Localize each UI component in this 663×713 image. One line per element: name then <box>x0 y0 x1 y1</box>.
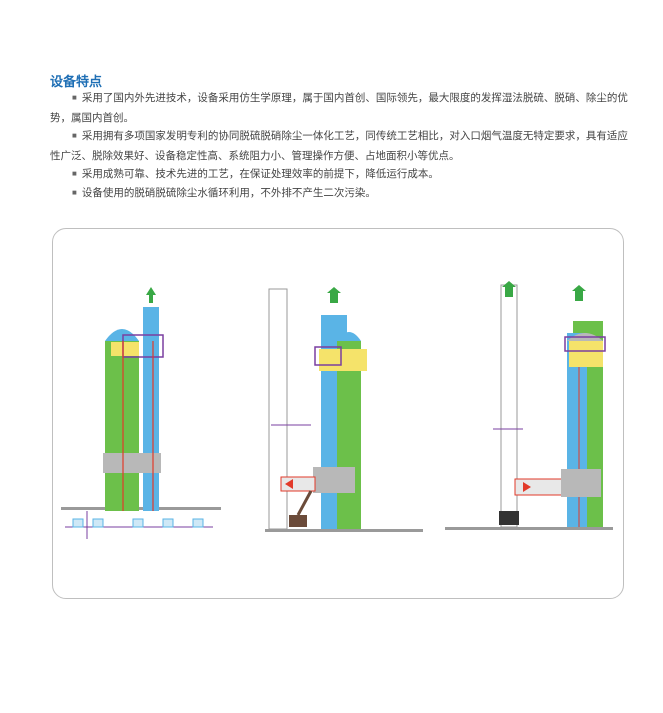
inlet-section <box>561 469 601 497</box>
ground-line <box>445 527 613 530</box>
demister-band <box>319 349 367 371</box>
ground-line <box>61 507 221 510</box>
feature-text: 采用拥有多项国家发明专利的协同脱硫脱硝除尘一体化工艺，同传统工艺相比，对入口烟气… <box>50 130 628 162</box>
demister-band <box>569 341 603 367</box>
feature-item: ■采用拥有多项国家发明专利的协同脱硫脱硝除尘一体化工艺，同传统工艺相比，对入口烟… <box>50 126 628 166</box>
fan-motor <box>499 511 519 525</box>
tower-group-left <box>61 287 221 539</box>
flow-arrow-icon <box>523 482 531 492</box>
bullet-icon: ■ <box>72 93 77 102</box>
equipment-diagram <box>61 281 613 539</box>
feature-item: ■ 设备使用的脱硝脱硫除尘水循环利用，不外排不产生二次污染。 <box>50 183 628 203</box>
absorber-tower <box>105 341 139 511</box>
inlet-section <box>313 467 355 493</box>
flue-inlet-duct <box>280 476 316 492</box>
up-arrow-icon <box>502 281 516 297</box>
inlet-section <box>103 453 161 473</box>
feature-text: 采用成熟可靠、技术先进的工艺，在保证处理效率的前提下，降低运行成本。 <box>81 168 439 180</box>
ground-line <box>265 529 423 532</box>
up-arrow-icon <box>327 287 341 303</box>
tower-group-right <box>445 281 613 530</box>
demister-band <box>111 342 139 356</box>
flow-arrow-icon <box>285 479 293 489</box>
section-title: 设备特点 <box>50 74 103 89</box>
side-tower <box>337 341 361 529</box>
up-arrow-icon <box>572 285 586 301</box>
feature-item: ■采用了国内外先进技术，设备采用仿生学原理，属于国内首创、国际领先，最大限度的发… <box>50 88 628 128</box>
feature-text: 采用了国内外先进技术，设备采用仿生学原理，属于国内首创、国际领先，最大限度的发挥… <box>50 92 628 124</box>
equipment-diagram-panel <box>52 228 624 599</box>
tower-group-middle <box>265 287 423 532</box>
up-arrow-icon <box>146 287 156 303</box>
feature-text: 设备使用的脱硝脱硫除尘水循环利用，不外排不产生二次污染。 <box>81 187 376 199</box>
feature-item: ■ 采用成熟可靠、技术先进的工艺，在保证处理效率的前提下，降低运行成本。 <box>50 164 628 184</box>
bullet-icon: ■ <box>72 131 77 140</box>
tower-dome <box>105 329 139 341</box>
bullet-icon: ■ <box>72 188 77 197</box>
existing-chimney <box>268 288 288 530</box>
fan-motor <box>289 515 307 527</box>
bullet-icon: ■ <box>72 169 77 178</box>
chimney <box>143 307 159 511</box>
